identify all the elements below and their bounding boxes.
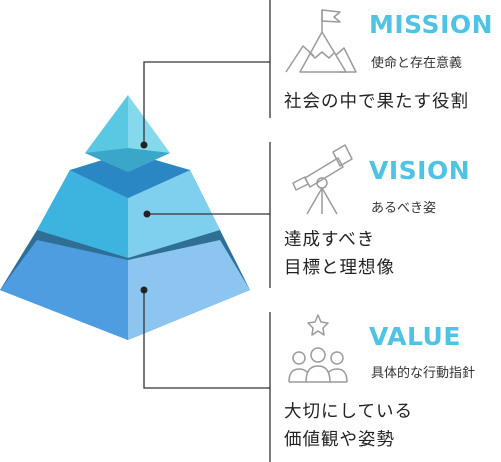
- pyramid-tier-mission: [85, 95, 170, 172]
- pyramid-tier-vision: [37, 152, 220, 258]
- mission-title: MISSION: [369, 10, 494, 39]
- value-description-line: 大切にしている: [284, 402, 413, 422]
- value-description-line: 価値観や姿勢: [284, 430, 395, 450]
- vision-description-line: 目標と理想像: [284, 258, 395, 278]
- mission-description-line: 社会の中で果たす役割: [284, 92, 469, 112]
- mission-description: 社会の中で果たす役割: [284, 88, 469, 116]
- connector-dot-vision: [143, 210, 151, 218]
- connector-dot-mission: [140, 141, 148, 149]
- value-title: VALUE: [369, 322, 461, 351]
- people-star-icon: [288, 314, 348, 383]
- value-subtitle: 具体的な行動指針: [371, 366, 476, 381]
- connector-mission: [143, 61, 270, 145]
- telescope-icon: [292, 144, 353, 215]
- vision-subtitle: あるべき姿: [371, 201, 437, 216]
- vision-description-line: 達成すべき: [284, 230, 376, 250]
- mission-subtitle: 使命と存在意義: [371, 56, 463, 71]
- vision-title: VISION: [369, 156, 471, 185]
- mountain-flag-icon: [285, 9, 357, 73]
- connector-dot-value: [140, 286, 148, 294]
- connector-value: [143, 290, 270, 389]
- value-description: 大切にしている 価値観や姿勢: [284, 398, 413, 454]
- vision-description: 達成すべき 目標と理想像: [284, 226, 395, 282]
- pyramid-tier-value: [0, 220, 250, 340]
